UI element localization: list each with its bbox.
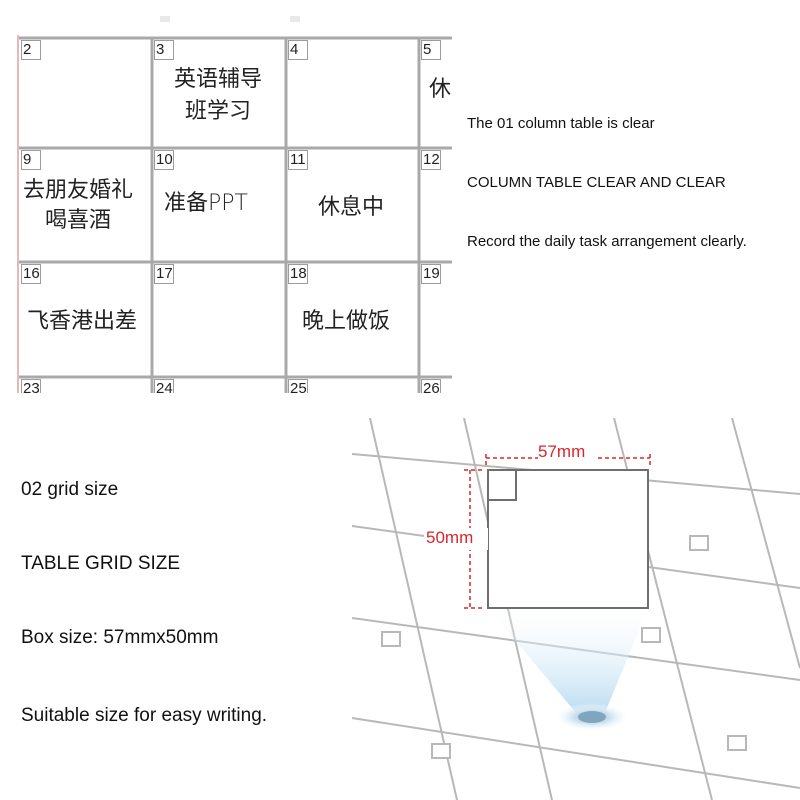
grid-size-subheading: TABLE GRID SIZE <box>21 553 181 574</box>
task-note: 英语辅导 班学习 <box>174 67 263 124</box>
grid-size-illustration: 57mm 50mm <box>352 418 800 800</box>
day-number: 12 <box>421 150 441 170</box>
height-dimension-label: 50mm <box>426 528 474 547</box>
info-line-2: COLUMN TABLE CLEAR AND CLEAR <box>467 174 726 191</box>
day-number: 2 <box>21 40 41 60</box>
task-note: 晚上做饭 <box>302 309 391 334</box>
info-line-1: The 01 column table is clear <box>467 115 655 132</box>
day-number: 4 <box>288 40 308 60</box>
calendar-grid <box>19 16 452 393</box>
calendar-photo: 2 3 英语辅导 班学习 4 5 休 9 去朋友婚礼 喝喜酒 10 准备PPT … <box>0 0 452 393</box>
calendar-cell[interactable]: 18 晚上做饭 <box>286 262 419 377</box>
day-number: 16 <box>21 264 41 284</box>
day-number: 5 <box>421 40 441 60</box>
calendar-cell[interactable]: 11 休息中 <box>286 148 419 262</box>
day-number: 17 <box>154 264 174 284</box>
grid-size-heading: 02 grid size <box>21 479 119 500</box>
task-note: 去朋友婚礼 喝喜酒 <box>23 178 134 233</box>
calendar-cell[interactable]: 24 <box>152 377 286 393</box>
day-number: 25 <box>288 379 308 393</box>
calendar-cell[interactable]: 26 <box>419 377 452 393</box>
calendar-cell[interactable]: 23 <box>19 377 152 393</box>
calendar-cell[interactable]: 16 飞香港出差 <box>19 262 152 377</box>
day-number: 24 <box>154 379 174 393</box>
calendar-margin-line <box>17 35 19 393</box>
box-size-text: Box size: 57mmx50mm <box>21 627 219 648</box>
calendar-cell[interactable]: 10 准备PPT <box>152 148 286 262</box>
day-number: 23 <box>21 379 41 393</box>
calendar-cell[interactable]: 9 去朋友婚礼 喝喜酒 <box>19 148 152 262</box>
perspective-grid <box>352 418 800 800</box>
calendar-cell[interactable]: 4 <box>286 38 419 148</box>
calendar-cell[interactable]: 2 <box>19 38 152 148</box>
task-note: 准备PPT <box>164 191 248 216</box>
day-number: 26 <box>421 379 441 393</box>
task-note: 休 <box>429 77 452 102</box>
day-number: 19 <box>421 264 441 284</box>
task-note: 飞香港出差 <box>27 309 138 334</box>
width-dimension-label: 57mm <box>538 442 586 461</box>
day-number: 11 <box>288 150 308 170</box>
calendar-cell[interactable]: 3 英语辅导 班学习 <box>152 38 286 148</box>
day-number: 3 <box>154 40 174 60</box>
day-number: 10 <box>154 150 174 170</box>
writing-note-text: Suitable size for easy writing. <box>21 705 268 726</box>
calendar-cell[interactable]: 25 <box>286 377 419 393</box>
calendar-cell[interactable]: 12 <box>419 148 452 262</box>
task-note: 休息中 <box>318 195 385 220</box>
info-line-3: Record the daily task arrangement clearl… <box>467 233 747 250</box>
day-number: 18 <box>288 264 308 284</box>
calendar-cell[interactable]: 19 <box>419 262 452 377</box>
day-number: 9 <box>21 150 41 170</box>
calendar-cell[interactable]: 5 休 <box>419 38 452 148</box>
calendar-cell[interactable]: 17 <box>152 262 286 377</box>
